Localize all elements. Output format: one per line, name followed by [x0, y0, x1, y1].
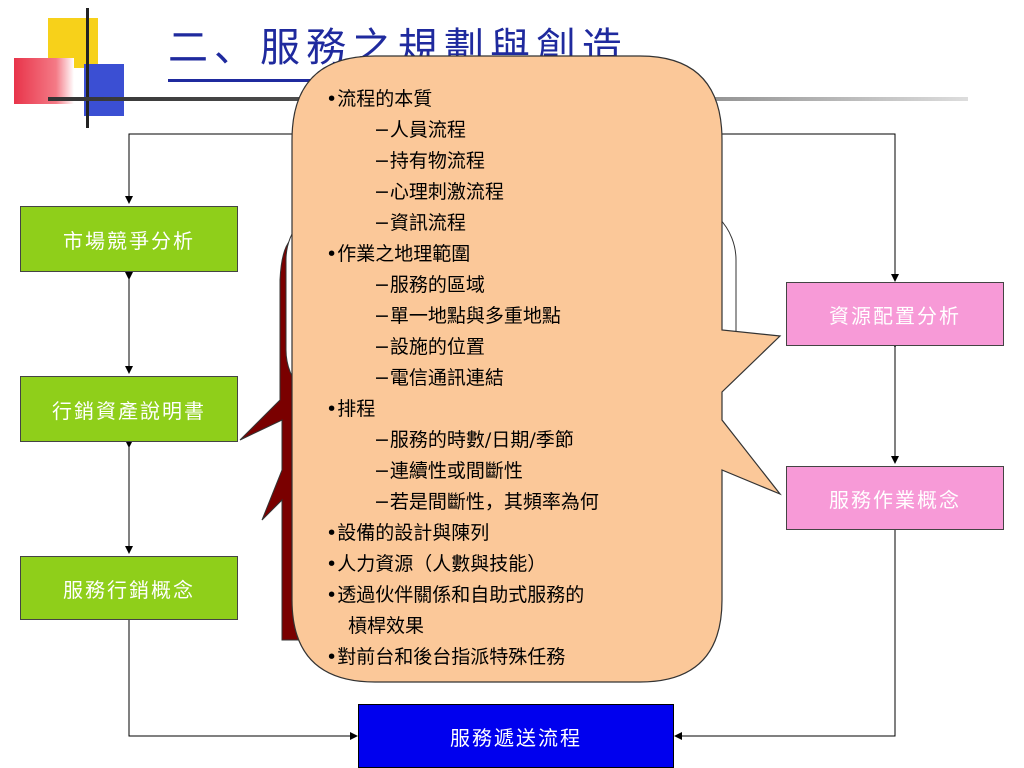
callout-line: −服務的時數/日期/季節 — [374, 429, 574, 451]
connector-top-left — [125, 133, 300, 204]
box-market-competition-label: 市場競爭分析 — [63, 228, 195, 253]
callout-line: •設備的設計與陳列 — [326, 522, 490, 544]
box-service-delivery-process-label: 服務遞送流程 — [450, 725, 582, 750]
callout-line: •排程 — [326, 398, 376, 420]
callout-line: −持有物流程 — [374, 150, 485, 172]
box-service-marketing-concept-label: 服務行銷概念 — [63, 577, 195, 602]
callout-line: •人力資源（人數與技能） — [326, 553, 547, 575]
callout-line: −服務的區域 — [374, 274, 485, 296]
box-service-operations-concept-label: 服務作業概念 — [829, 487, 961, 512]
connector-bottom-left — [128, 620, 358, 740]
orange-callout — [291, 55, 782, 683]
decor-red-square — [14, 58, 74, 104]
box-market-competition: 市場競爭分析 — [20, 206, 238, 272]
box-service-operations-concept: 服務作業概念 — [786, 466, 1004, 530]
connector-top-right — [700, 133, 899, 282]
callout-line: −設施的位置 — [374, 336, 485, 358]
box-marketing-prospectus-label: 行銷資產說明書 — [52, 398, 206, 423]
callout-line: −人員流程 — [374, 119, 466, 141]
callout-line: −電信通訊連結 — [374, 367, 504, 389]
callout-line: •流程的本質 — [326, 88, 433, 110]
box-service-marketing-concept: 服務行銷概念 — [20, 556, 238, 620]
callout-line: •對前台和後台指派特殊任務 — [326, 646, 566, 668]
callout-line: •作業之地理範圍 — [326, 243, 471, 265]
box-service-delivery-process: 服務遞送流程 — [358, 704, 674, 768]
decor-vertical-line — [86, 8, 89, 128]
callout-text: •流程的本質 −人員流程 −持有物流程 −心理刺激流程 −資訊流程 •作業之地理… — [326, 84, 706, 673]
callout-line: −資訊流程 — [374, 212, 466, 234]
callout-line: •透過伙伴關係和自助式服務的 — [326, 584, 585, 606]
decor-blue-square — [84, 64, 124, 116]
callout-line: −連續性或間斷性 — [374, 460, 523, 482]
box-resource-allocation-label: 資源配置分析 — [829, 303, 961, 328]
callout-line: −若是間斷性，其頻率為何 — [374, 491, 599, 513]
callout-line: 槓桿效果 — [348, 615, 425, 637]
box-marketing-prospectus: 行銷資產說明書 — [20, 376, 238, 442]
callout-line: −心理刺激流程 — [374, 181, 504, 203]
connector-bottom-right — [674, 530, 896, 740]
box-resource-allocation: 資源配置分析 — [786, 282, 1004, 346]
callout-line: −單一地點與多重地點 — [374, 305, 561, 327]
